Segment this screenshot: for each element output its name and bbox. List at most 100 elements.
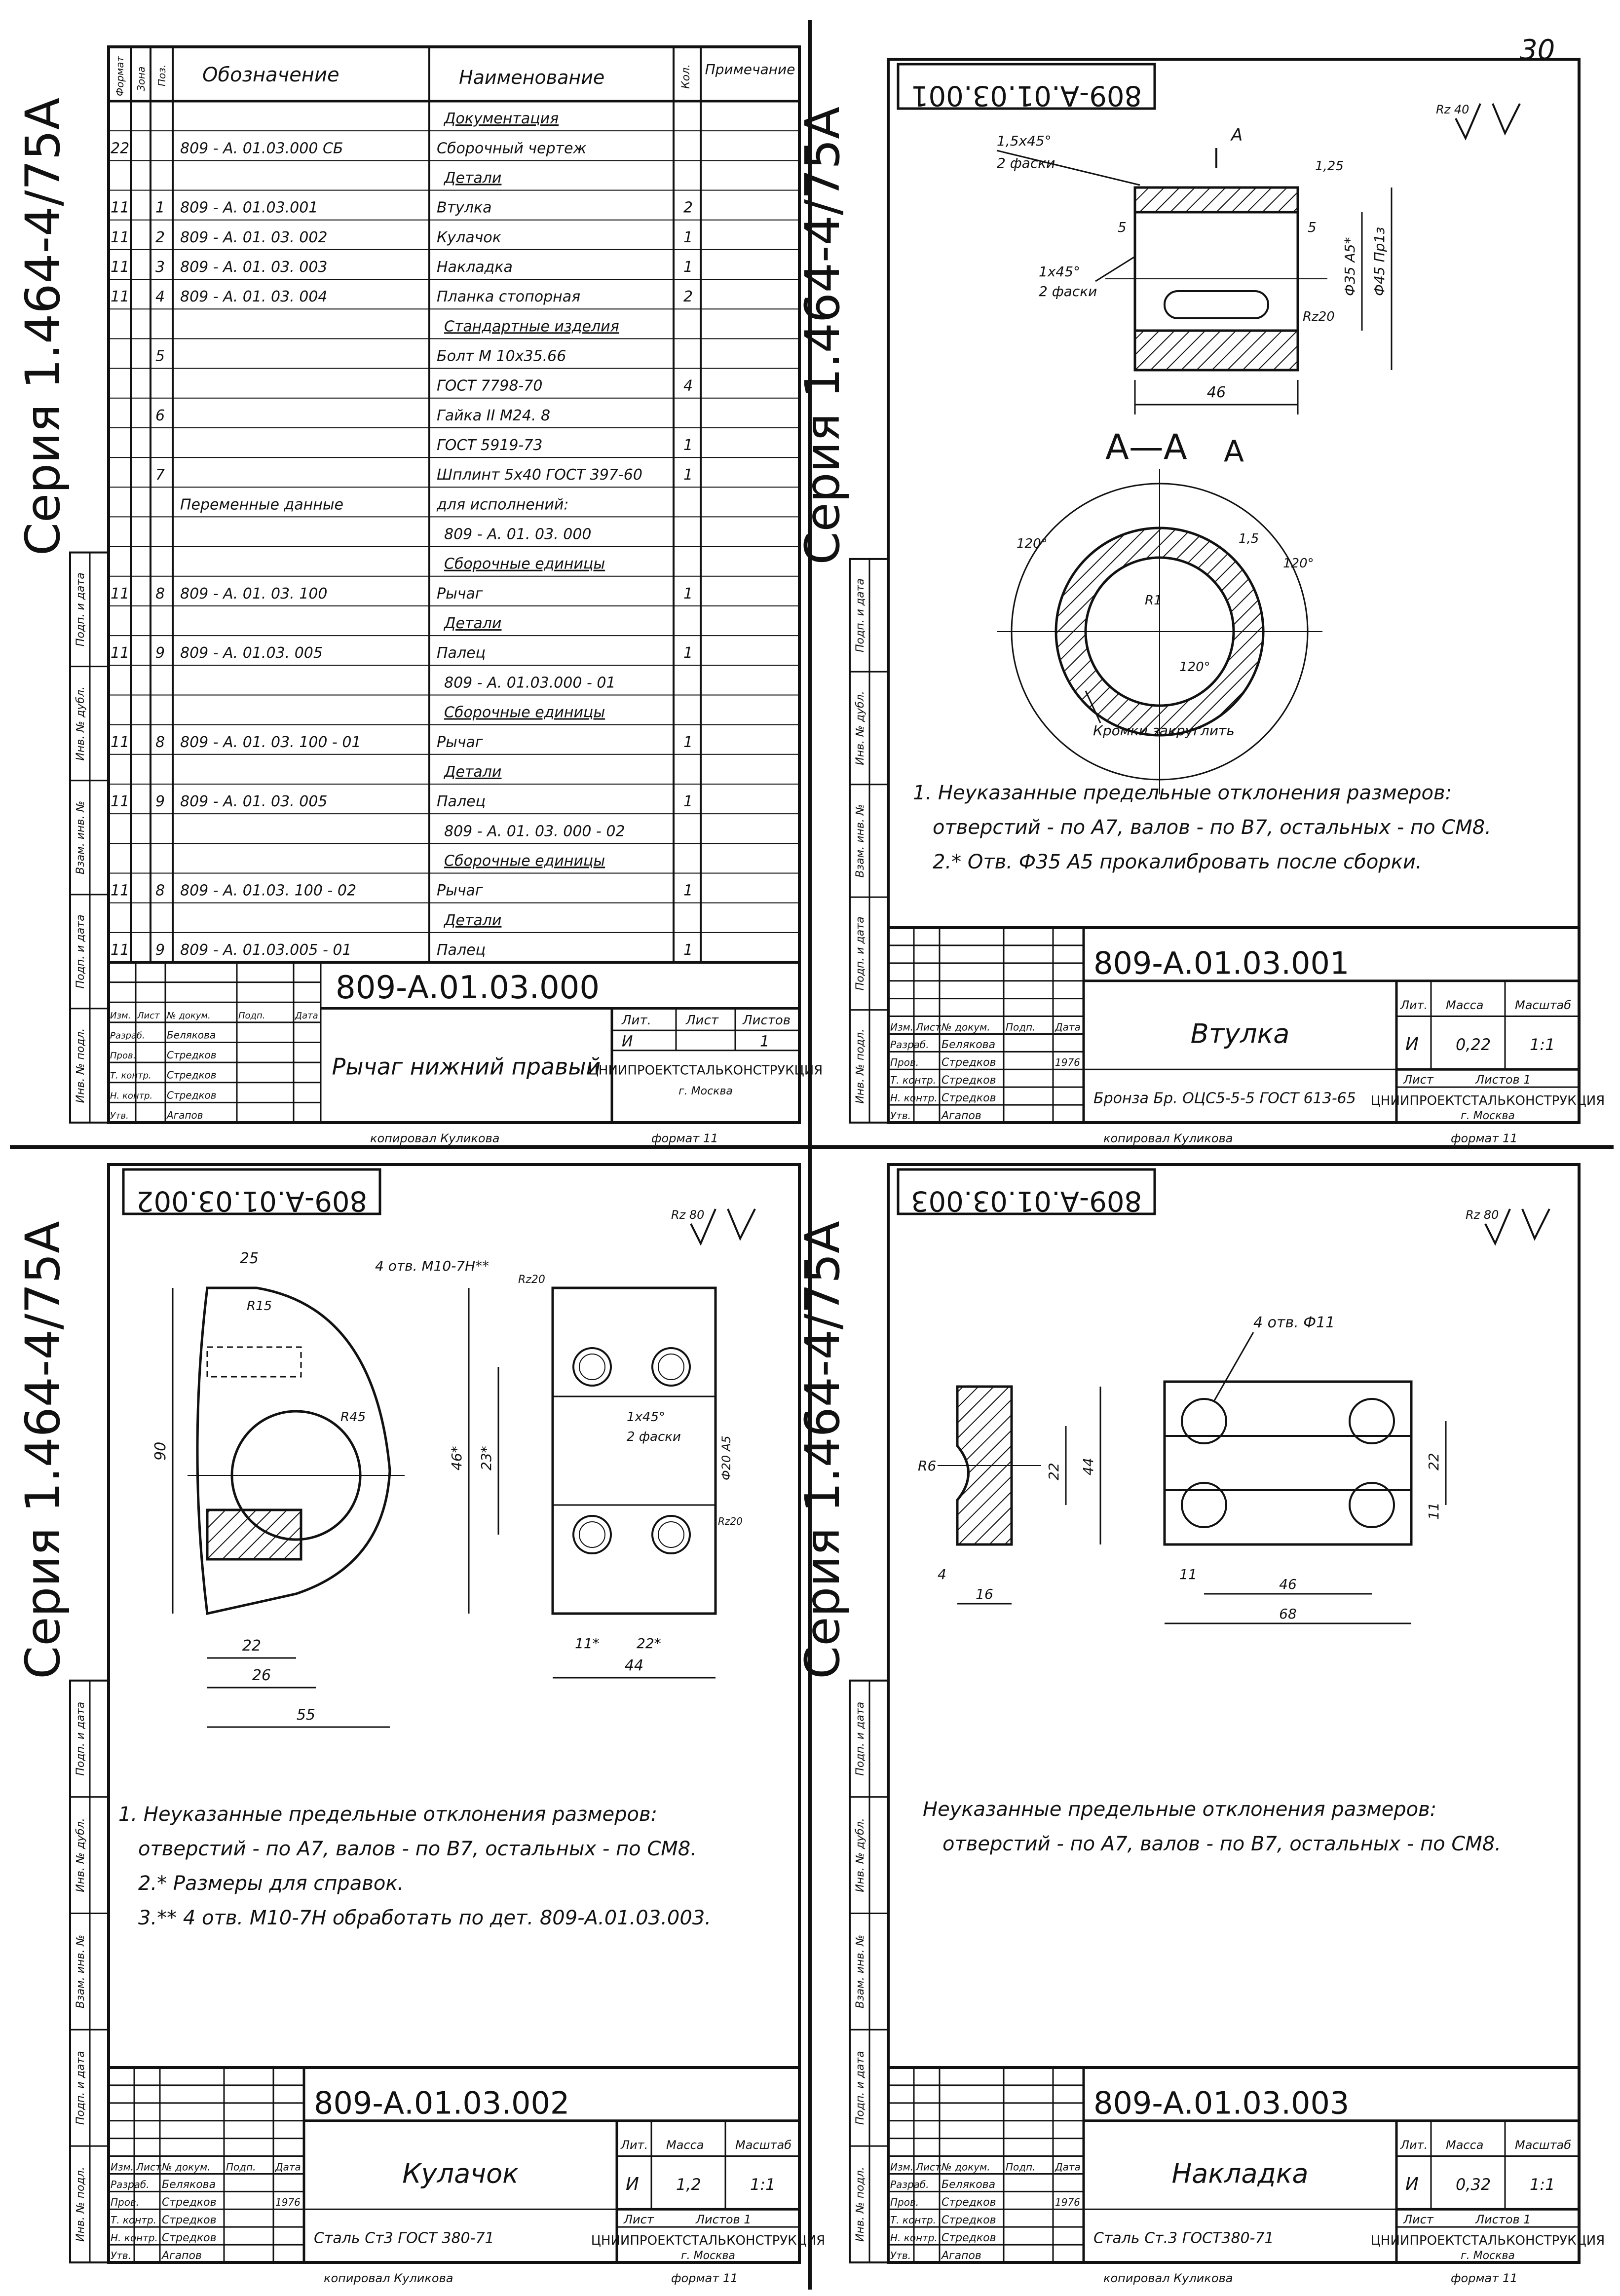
spec-cell-designation: 809 - А. 01.03.000 СБ — [180, 140, 343, 157]
spec-cell-format: 11 — [111, 199, 129, 217]
side-strip-label: Инв. № дубл. — [854, 691, 867, 765]
date-label: 1976 — [275, 2196, 301, 2208]
dim-length: 46 — [1207, 384, 1226, 401]
title-header-label: Изм. — [890, 2161, 913, 2173]
rotated-code-box — [897, 1168, 1156, 1215]
dim-chamfer-count: 2 фаски — [627, 1430, 681, 1444]
oil-slot — [1164, 290, 1269, 319]
spec-cell-pos: 6 — [155, 407, 165, 424]
spec-cell-format: 11 — [111, 734, 129, 751]
dim-11b: 11 — [1426, 1502, 1442, 1520]
roughness-local: Rz20 — [718, 1515, 743, 1527]
role-label: Утв. — [890, 2250, 911, 2261]
mass-header: Масса — [1446, 2138, 1484, 2152]
spec-header-pos: Поз. — [156, 65, 168, 86]
spec-cell-pos: 4 — [155, 288, 165, 305]
org-city: г. Москва — [678, 1085, 733, 1097]
date-label: 1976 — [1055, 1056, 1080, 1068]
role-label: Пров. — [110, 1051, 136, 1061]
spec-header-designation: Обозначение — [202, 64, 339, 86]
title-block — [887, 2066, 1581, 2264]
title-header-label: Дата — [295, 1011, 318, 1021]
spec-cell-pos: 5 — [155, 348, 165, 365]
spec-header-note: Примечание — [705, 61, 795, 77]
org-name: ЦНИИПРОЕКТСТАЛЬКОНСТРУКЦИЯ — [591, 2233, 826, 2248]
rotated-code: 809-А.01.03.002 — [136, 1185, 367, 1217]
spec-cell-name: 809 - А. 01. 03. 000 — [444, 526, 592, 543]
role-label: Пров. — [890, 1056, 919, 1068]
org-name: ЦНИИПРОЕКТСТАЛЬКОНСТРУКЦИЯ — [589, 1063, 823, 1078]
name-label: Белякова — [167, 1029, 216, 1041]
title-header-label: Лист — [915, 1021, 942, 1033]
spec-cell-name: Сборочные единицы — [444, 704, 605, 721]
spec-cell-pos: 8 — [155, 585, 165, 602]
copied-by: копировал Куликова — [1103, 1131, 1233, 1145]
format-label: формат 11 — [1451, 1131, 1517, 1145]
spec-cell-pos: 3 — [155, 259, 165, 276]
dim-r45: R45 — [340, 1410, 366, 1425]
role-label: Н. контр. — [110, 1091, 152, 1101]
title-header-label: Подп. — [238, 1011, 265, 1021]
name-label: Стредков — [942, 2196, 996, 2209]
scale-header: Масштаб — [1515, 2138, 1571, 2152]
dim-bore: Ф20 А5 — [719, 1435, 733, 1480]
side-strip-label: Взам. инв. № — [75, 1935, 87, 2008]
spec-cell-qty: 1 — [683, 644, 693, 662]
role-label: Н. контр. — [890, 1092, 938, 1104]
side-strip-label: Подп. и дата — [854, 916, 867, 990]
title-header-label: Лист — [137, 1011, 160, 1021]
spec-cell-designation: 809 - А. 01. 03. 003 — [180, 259, 328, 276]
roughness-value: Rz 80 — [671, 1208, 704, 1222]
lit-header: Лит. — [620, 2138, 648, 2152]
mass-value: 0,22 — [1456, 1035, 1491, 1054]
section-title: А—А — [1105, 427, 1187, 467]
spec-cell-name: Детали — [443, 169, 501, 187]
dim-25: 25 — [240, 1250, 259, 1267]
spec-cell-name: Палец — [437, 644, 486, 662]
spec-cell-qty: 2 — [683, 288, 693, 305]
spec-cell-qty: 1 — [683, 585, 693, 602]
side-strip-label: Взам. инв. № — [75, 801, 87, 874]
side-strip-label: Взам. инв. № — [854, 804, 867, 877]
format-label: формат 11 — [671, 2271, 738, 2285]
spec-cell-name: Сборочные единицы — [444, 556, 605, 573]
copied-by: копировал Куликова — [370, 1131, 499, 1145]
series-label: Серия 1.464-4/75А — [15, 98, 71, 556]
part-code: 809-А.01.03.002 — [314, 2085, 569, 2121]
leader-line — [1213, 1332, 1254, 1402]
spec-cell-qty: 1 — [683, 793, 693, 810]
role-label: Пров. — [890, 2196, 919, 2208]
side-strip-label: Подп. и дата — [854, 578, 867, 652]
title-block — [887, 926, 1581, 1124]
note-line: 2.* Размеры для справок. — [138, 1872, 404, 1895]
scale-value: 1:1 — [750, 2175, 776, 2194]
spec-cell-designation: Переменные данные — [180, 496, 343, 513]
angle-label-left: 120° — [1017, 536, 1048, 551]
spec-cell-name: Накладка — [437, 259, 513, 276]
spec-cell-format: 11 — [111, 585, 129, 602]
copied-by: копировал Куликова — [1103, 2271, 1233, 2285]
roughness-check-icon — [1455, 103, 1481, 141]
dim-22: 22 — [1046, 1463, 1062, 1480]
part-title: Кулачок — [402, 2158, 519, 2189]
dim-r6: R6 — [918, 1458, 936, 1474]
dim-5-right: 5 — [1308, 219, 1317, 235]
dim-44: 44 — [1080, 1458, 1096, 1475]
role-label: Т. контр. — [110, 1071, 151, 1081]
sheet-header: Лист — [685, 1013, 719, 1028]
role-label: Разраб. — [890, 2179, 929, 2190]
series-label: Серия 1.464-4/75А — [795, 1221, 850, 1679]
hidden-thread — [206, 1346, 302, 1378]
title-header-label: Лист — [136, 2161, 162, 2173]
title-header-label: № докум. — [161, 2161, 211, 2173]
role-label: Утв. — [110, 1111, 129, 1121]
roughness-bracket-icon — [727, 1208, 756, 1241]
title-header-label: № докум. — [941, 2161, 990, 2173]
note-line: 1. Неуказанные предельные отклонения раз… — [118, 1803, 657, 1826]
spec-cell-qty: 1 — [683, 941, 693, 959]
role-label: Н. контр. — [111, 2232, 158, 2244]
roughness-check-icon — [690, 1208, 716, 1246]
note-line: 1. Неуказанные предельные отклонения раз… — [913, 782, 1452, 804]
name-label: Стредков — [162, 2214, 217, 2226]
